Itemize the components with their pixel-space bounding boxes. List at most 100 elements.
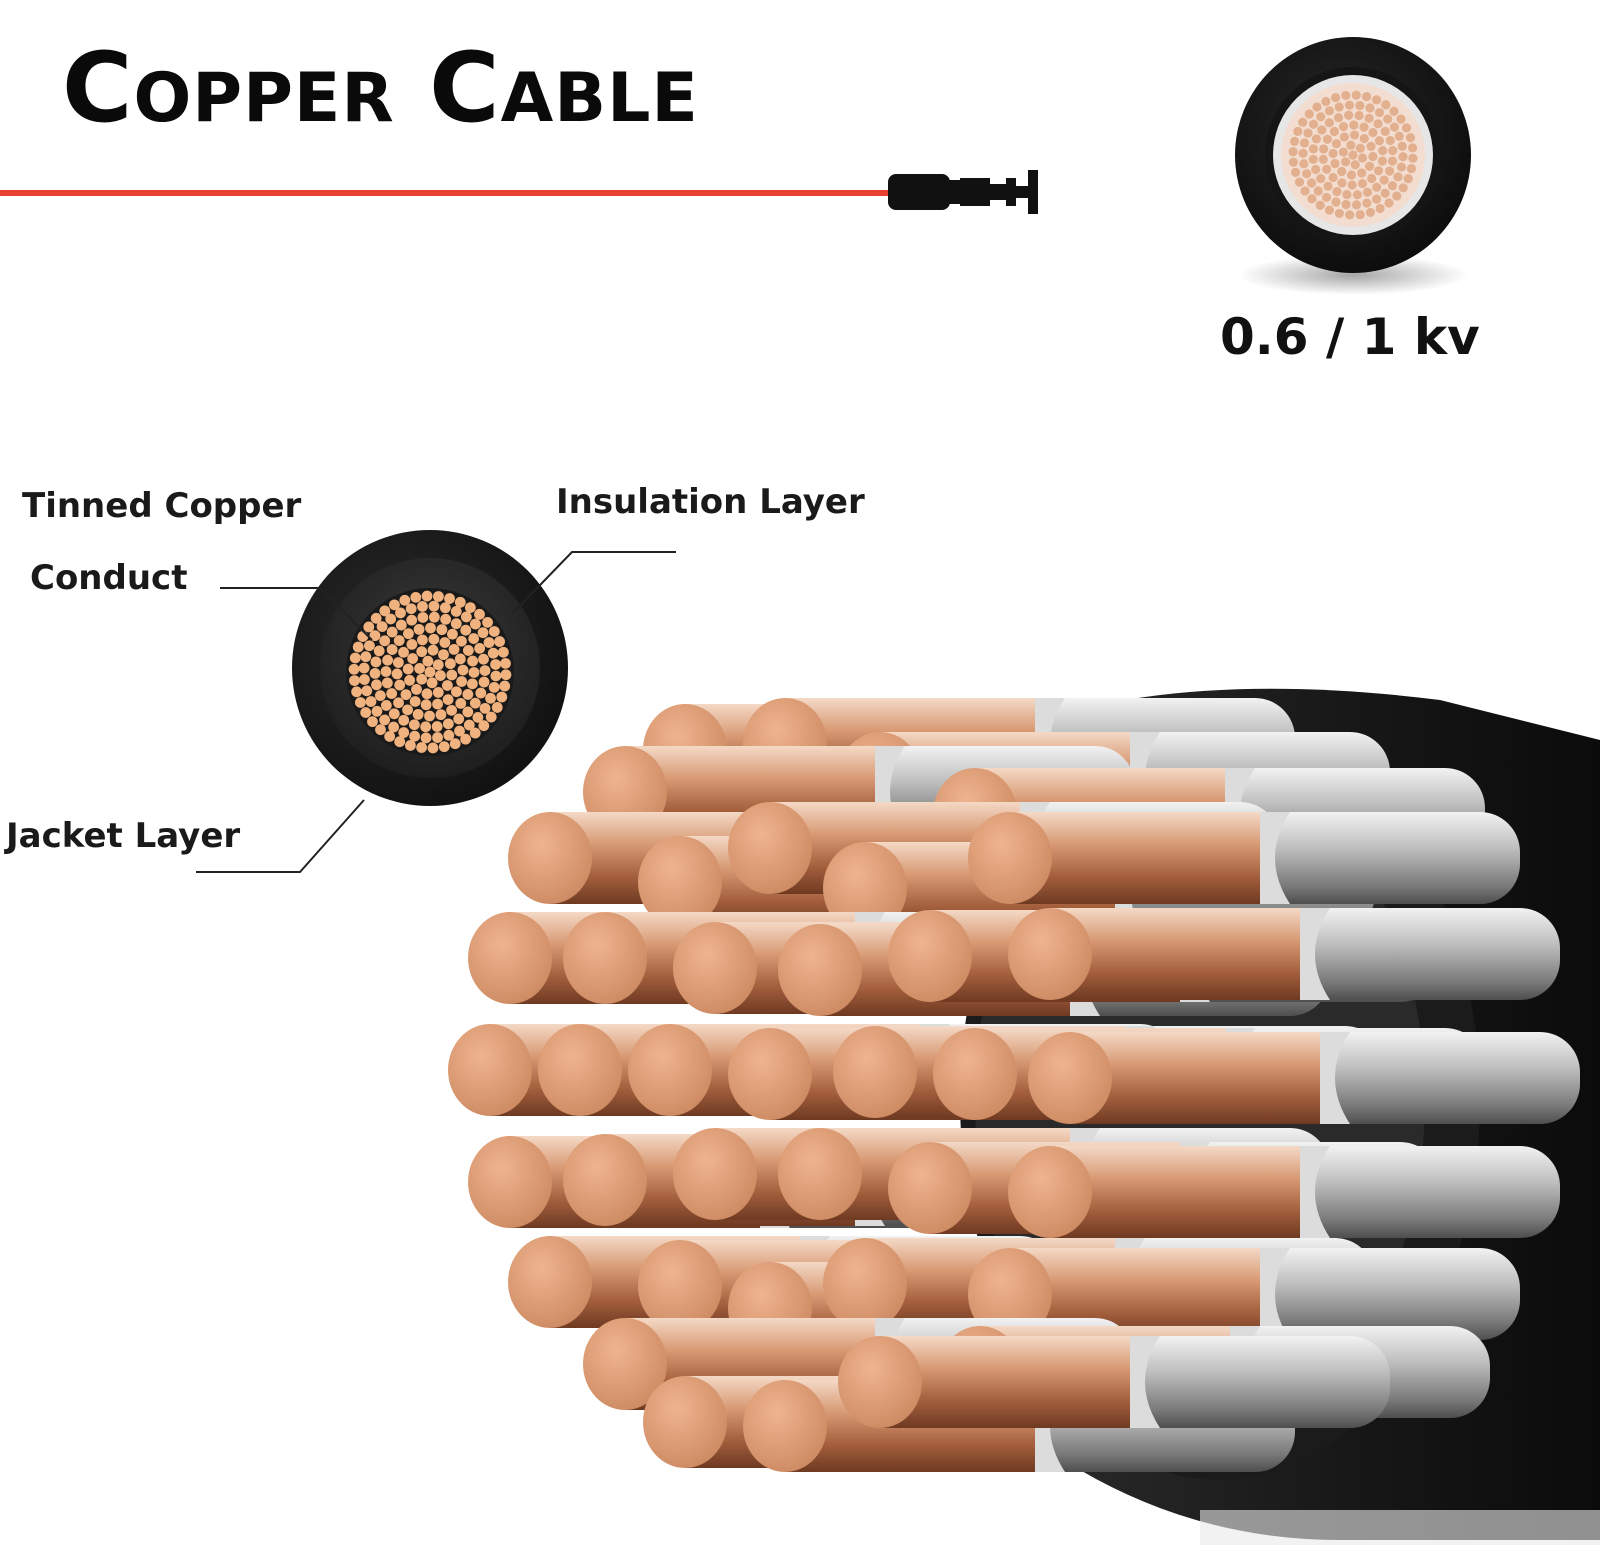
strand-dot: [407, 653, 419, 664]
strand-dot: [1338, 121, 1349, 132]
strand-dot: [1406, 164, 1417, 174]
strand-dot: [421, 688, 433, 700]
strand-dot: [488, 681, 500, 693]
strand-dot: [349, 675, 360, 687]
strand-dot: [432, 698, 443, 710]
strand-dot: [435, 670, 446, 681]
strand-dot: [1380, 126, 1390, 136]
strand-dot: [402, 704, 413, 716]
strand-dot: [479, 702, 491, 714]
title-initial-2: C: [429, 32, 501, 144]
strand-dot: [1322, 164, 1332, 174]
strand-dot: [371, 705, 383, 717]
strand-dot: [388, 599, 400, 611]
strand-dot: [478, 653, 489, 665]
strand-dot: [1330, 159, 1340, 169]
strand-dot: [382, 654, 394, 666]
strand-dot: [409, 696, 421, 707]
strand-dot: [1346, 170, 1357, 180]
strand-dot: [420, 721, 432, 733]
strand-dot: [1365, 207, 1376, 218]
strand-dot: [490, 659, 501, 670]
strand-dot: [428, 633, 440, 645]
strand-dot: [1311, 134, 1321, 144]
strand-dot: [410, 591, 422, 603]
strand-dot: [431, 721, 443, 732]
strand-dot: [424, 710, 435, 722]
strand-dot: [412, 708, 424, 720]
strand-dot: [403, 628, 414, 640]
strand-dot: [1322, 134, 1333, 144]
strand-dot: [393, 635, 405, 646]
strand-dot: [1338, 147, 1349, 157]
strand-dot: [381, 677, 393, 689]
strand-dot: [1373, 119, 1383, 129]
strand-dot: [1337, 178, 1347, 188]
strand-dot: [491, 702, 503, 713]
strand-dot: [1367, 173, 1377, 184]
strand-dot: [1328, 148, 1338, 159]
strand-dot: [363, 621, 375, 633]
strand-dot: [399, 594, 411, 606]
strand-dot: [1288, 147, 1298, 157]
strand-dot: [385, 613, 397, 625]
strand-dot: [454, 725, 465, 737]
title-initial-1: C: [62, 32, 134, 144]
strand-dot: [1398, 183, 1408, 193]
strand-dot: [457, 664, 469, 676]
strand-dot: [1300, 186, 1310, 196]
strand-dot: [370, 656, 382, 668]
strand-dot: [1359, 133, 1369, 144]
strand-dot: [447, 628, 458, 640]
strand-dot: [394, 736, 406, 748]
page-title: COPPER CABLE: [62, 40, 699, 136]
strand-dot: [1347, 180, 1357, 190]
strand-dot: [388, 708, 400, 720]
strand-dot: [1396, 162, 1407, 172]
strand-dot: [485, 692, 496, 704]
strand-dot: [424, 666, 436, 678]
accent-line: [0, 190, 892, 196]
strand-dot: [438, 649, 449, 661]
strand-dot: [1299, 138, 1310, 148]
strand-dot: [1344, 110, 1354, 120]
strand-dot: [1355, 209, 1365, 220]
strand-dot: [1384, 198, 1394, 208]
strand-dot: [1374, 107, 1385, 118]
strand-dot: [1387, 181, 1398, 191]
strand-dot: [450, 618, 462, 630]
strand-dot: [1407, 143, 1418, 153]
strand-dot: [425, 622, 436, 634]
strand-dot: [420, 699, 432, 711]
strand-dot: [485, 711, 497, 723]
strand-dot: [1323, 181, 1333, 191]
strand-dot: [1331, 197, 1341, 207]
strand-dot: [1321, 192, 1332, 203]
strand-dot: [432, 732, 443, 743]
strand-dot: [1307, 194, 1317, 204]
strand-dot: [490, 670, 502, 682]
strand-dot: [446, 704, 457, 716]
strand-dot: [1304, 109, 1314, 119]
strand-dot: [497, 646, 509, 658]
strand-dot: [1366, 141, 1376, 151]
strand-dot: [420, 732, 432, 744]
strand-dot: [1313, 186, 1323, 196]
strand-dot: [405, 603, 417, 615]
strand-dot: [1359, 122, 1369, 132]
label-insulation-layer: Insulation Layer: [556, 482, 865, 522]
strand-dot: [357, 631, 369, 642]
strand-dot: [1372, 182, 1382, 192]
strand-dot: [1289, 136, 1300, 146]
strand-dot: [388, 721, 400, 733]
strand-dot: [1351, 90, 1361, 100]
label-tinned-copper: Tinned Copper: [22, 486, 302, 526]
strand-dot: [483, 637, 495, 648]
strand-dot: [472, 711, 484, 723]
strand-dot: [1380, 188, 1390, 198]
strand-dot: [1308, 119, 1319, 129]
cable-connector-icon: [888, 170, 1038, 214]
conductor-wire: [838, 1336, 1390, 1428]
strand-dot: [1339, 132, 1349, 142]
strand-dot: [370, 612, 382, 624]
